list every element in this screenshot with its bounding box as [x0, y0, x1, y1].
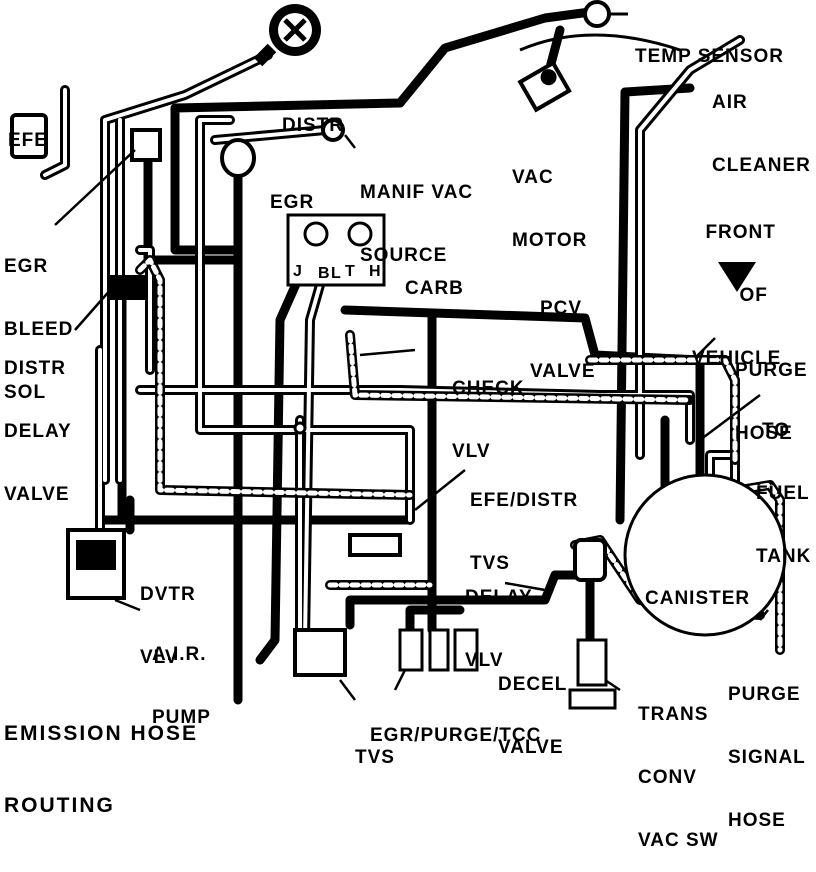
distr-delay-valve: [110, 275, 146, 300]
label-distr: DISTR: [282, 115, 344, 136]
trans-conv-vac-switch: [568, 638, 617, 710]
label-egr-bleed-sol: EGR BLEED SOL: [4, 256, 74, 403]
tvs-bottom: [293, 628, 347, 677]
dashed-hoses: [135, 255, 785, 655]
carb-port-h: H: [369, 263, 382, 280]
label-to-fuel-tank: TO FUEL TANK: [756, 420, 812, 567]
label-vac-motor: VAC MOTOR: [512, 167, 588, 251]
label-delay-vlv: DELAY VLV: [465, 587, 533, 671]
air-cleaner: [519, 33, 681, 52]
diagram-title: EMISSION HOSE ROUTING: [4, 722, 199, 817]
label-distr-delay-valve: DISTR DELAY VALVE: [4, 358, 72, 505]
label-air-cleaner: AIR CLEANER: [712, 92, 811, 176]
carb-port-l: L: [331, 265, 342, 282]
label-front-of-vehicle: FRONT OF VEHICLE: [692, 222, 782, 369]
label-dvtr-vlv: DVTR VLV: [140, 584, 196, 668]
distributor-cap: [253, 4, 321, 67]
temp-sensor: [583, 0, 611, 28]
carburetor: [286, 213, 386, 287]
carb-port-b: B: [318, 265, 331, 282]
egr-purge-tcc-solenoids: [398, 628, 479, 672]
label-check-vlv: CHECK VLV: [452, 378, 525, 462]
manif-vac-source: [321, 118, 345, 142]
delay-valve-body: [573, 538, 607, 582]
emission-hose-diagram: [10, 0, 787, 710]
label-egr-purge-tcc: EGR/PURGE/TCC: [370, 725, 542, 746]
label-canister: CANISTER: [645, 588, 751, 609]
front-arrow-icon: [718, 262, 756, 292]
carb-port-j: J: [293, 263, 303, 280]
label-manif-vac-source: MANIF VAC SOURCE: [360, 182, 474, 266]
egr-valve: [220, 138, 256, 178]
label-pcv-valve: PCV VALVE: [530, 298, 596, 382]
egr-bleed-solenoid: [130, 128, 162, 162]
label-carb: CARB: [405, 278, 464, 299]
carb-port-t: T: [345, 263, 356, 280]
label-temp-sensor: TEMP SENSOR: [635, 46, 784, 67]
label-air-pump: A.I.R. PUMP: [152, 644, 211, 728]
label-trans-conv-vac-sw: TRANS CONV VAC SW: [638, 704, 719, 851]
label-tvs: TVS: [355, 747, 395, 768]
vac-motor: [517, 60, 572, 113]
label-efe: EFE: [8, 130, 48, 151]
air-pump: [66, 528, 126, 600]
label-efe-distr-tvs: EFE/DISTR TVS: [470, 490, 579, 574]
label-purge-signal-hose: PURGE SIGNAL HOSE: [728, 684, 806, 831]
label-purge-hose: PURGE HOSE: [735, 360, 808, 444]
efe-unit: [10, 113, 48, 159]
efe-distr-tvs: [348, 533, 402, 557]
leader-lines: [54, 134, 769, 701]
check-valve: [293, 421, 307, 435]
canister: [623, 473, 787, 637]
label-egr: EGR: [270, 192, 315, 213]
